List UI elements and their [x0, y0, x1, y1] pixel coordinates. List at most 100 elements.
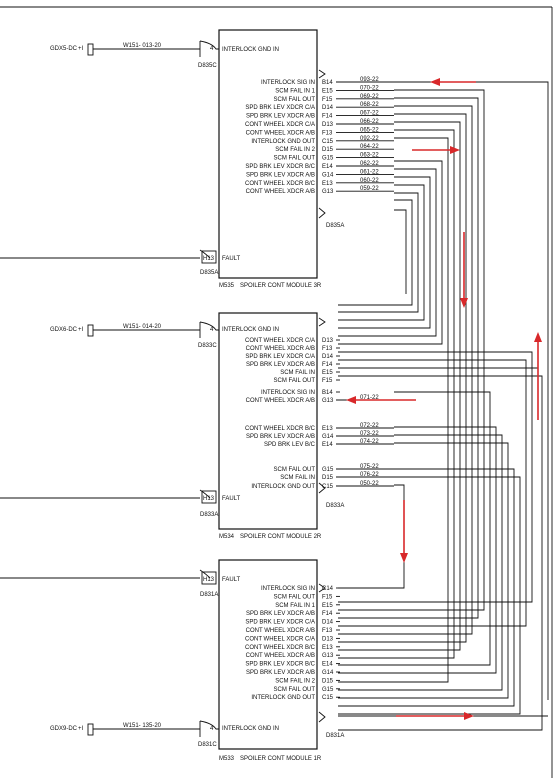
- pin-label: SPD BRK LEV XDCR C/A: [245, 620, 315, 626]
- fault-pin-box: [201, 250, 217, 264]
- gnd-source-label: GDX6-DC: [50, 327, 78, 333]
- pin-id: C15: [322, 484, 334, 490]
- pin-id: E14: [322, 164, 333, 170]
- pin-label: SCM FAIL IN: [280, 475, 315, 481]
- gnd-label: INTERLOCK GND IN: [222, 327, 279, 333]
- wire-number: 050-22: [360, 481, 379, 487]
- bus-wire: [338, 484, 405, 589]
- module-id: M535: [219, 283, 235, 289]
- fault-pin: H13: [203, 577, 215, 583]
- wire-number: 072-22: [360, 423, 379, 429]
- wire-number: 067-22: [360, 111, 379, 117]
- bus-wire: [394, 81, 549, 700]
- fault-label: FAULT: [222, 496, 241, 502]
- bus-wire: [338, 97, 479, 619]
- in-connector-label: D835C: [198, 63, 217, 69]
- pin-label: CONT WHEEL XDCR A/B: [246, 653, 315, 659]
- gnd-source-label: GDX9-DC: [50, 726, 78, 732]
- out-connector-bottom: [318, 711, 326, 723]
- bus-wire: [338, 176, 431, 329]
- out-connector-label: D833A: [326, 503, 344, 509]
- pin-id: E15: [322, 370, 333, 376]
- pin-id: D13: [322, 338, 334, 344]
- pin-label: SPD BRK LEV XDCR A/B: [246, 611, 315, 617]
- pin-label: SPD BRK LEV XDCR B/C: [245, 662, 315, 668]
- pin-label: CONT WHEEL XDCR B/C: [245, 645, 316, 651]
- wire-number: 060-22: [360, 178, 379, 184]
- pin-id: D15: [322, 147, 334, 153]
- pin-label: SCM FAIL IN: [280, 370, 315, 376]
- pin-id: C14: [322, 586, 334, 592]
- bus-wire: [338, 375, 543, 731]
- wire-number: 092-22: [360, 136, 379, 142]
- connector-plug: [87, 43, 94, 56]
- pin-label: CONT WHEEL XDCR C/A: [245, 636, 315, 642]
- pin-label: SCM FAIL OUT: [274, 687, 316, 693]
- pin-label: CONT WHEEL XDCR A/B: [246, 398, 315, 404]
- arrowhead: [534, 332, 542, 342]
- connector-plug: [87, 324, 94, 337]
- module-id: M533: [219, 756, 235, 762]
- wire-number: 076-22: [360, 472, 379, 478]
- pin-label: SCM FAIL OUT: [274, 378, 316, 384]
- pin-label: SPD BRK LEV XDCR C/A: [245, 105, 315, 111]
- bus-wire: [338, 160, 443, 345]
- pin-id: G14: [322, 172, 334, 178]
- arrowhead: [430, 78, 440, 86]
- pin-label: SPD BRK LEV B/C: [264, 442, 316, 448]
- pin-id: G13: [322, 653, 334, 659]
- interconnect-wiring: [338, 81, 549, 731]
- pin-id: D13: [322, 122, 334, 128]
- pin-id: E13: [322, 426, 333, 432]
- pin-label: CONT WHEEL XDCR C/A: [245, 122, 315, 128]
- out-connector-label: D831A: [326, 733, 344, 739]
- wire-number: 066-22: [360, 119, 379, 125]
- bus-wire: [338, 129, 455, 659]
- wire-number: 059-22: [360, 186, 379, 192]
- gnd-source-label: GDX5-DC: [50, 46, 78, 52]
- pin-id: G15: [322, 467, 334, 473]
- wire-number: 075-22: [360, 464, 379, 470]
- pin-label: SPD BRK LEV XDCR A/B: [246, 114, 315, 120]
- pin-label: INTERLOCK GND OUT: [251, 695, 315, 701]
- pin-id: E15: [322, 603, 333, 609]
- wire-number: 074-22: [360, 439, 379, 445]
- pin-label: SCM FAIL IN 2: [275, 678, 315, 684]
- pin-label: SCM FAIL IN 1: [275, 88, 315, 94]
- connector-plug: [87, 723, 94, 736]
- wire-number: 093-22: [360, 77, 379, 83]
- pin-label: SPD BRK LEV XDCR C/A: [245, 354, 315, 360]
- pin-id: E13: [322, 181, 333, 187]
- fault-pin: H13: [203, 256, 215, 262]
- pin-label: SCM FAIL IN 2: [275, 147, 315, 153]
- pin-id: E14: [322, 442, 333, 448]
- pin-id: F13: [322, 346, 333, 352]
- pin-label: CONT WHEEL XDCR A/B: [246, 130, 315, 136]
- bus-wire: [338, 391, 491, 666]
- pin-label: SCM FAIL OUT: [274, 156, 316, 162]
- module-m533: H13 FAULT D831A GDX9-DC +I W151- 135-20 …: [0, 559, 344, 762]
- module-box: [218, 559, 318, 750]
- pin-id: D15: [322, 475, 334, 481]
- ground-glyph: +I: [78, 327, 84, 333]
- in-connector-label: D831C: [198, 742, 217, 748]
- pin-id: F14: [322, 362, 333, 368]
- wire-number: 070-22: [360, 85, 379, 91]
- gnd-pin: 4: [210, 46, 214, 52]
- signal-flow-arrows: [346, 78, 542, 720]
- wire-number: 062-22: [360, 161, 379, 167]
- bus-wire: [338, 184, 425, 321]
- bus-wire: [338, 434, 503, 691]
- bus-wire: [338, 113, 467, 643]
- pin-id: D14: [322, 105, 334, 111]
- pin-id: E15: [322, 88, 333, 94]
- pin-id: D13: [322, 636, 334, 642]
- arrowhead: [346, 396, 356, 404]
- pin-id: G14: [322, 434, 334, 440]
- bus-wire: [338, 137, 449, 683]
- bus-wire: [338, 476, 521, 715]
- gnd-wire-label: W151- 135-20: [123, 723, 162, 729]
- arrowhead: [464, 712, 474, 720]
